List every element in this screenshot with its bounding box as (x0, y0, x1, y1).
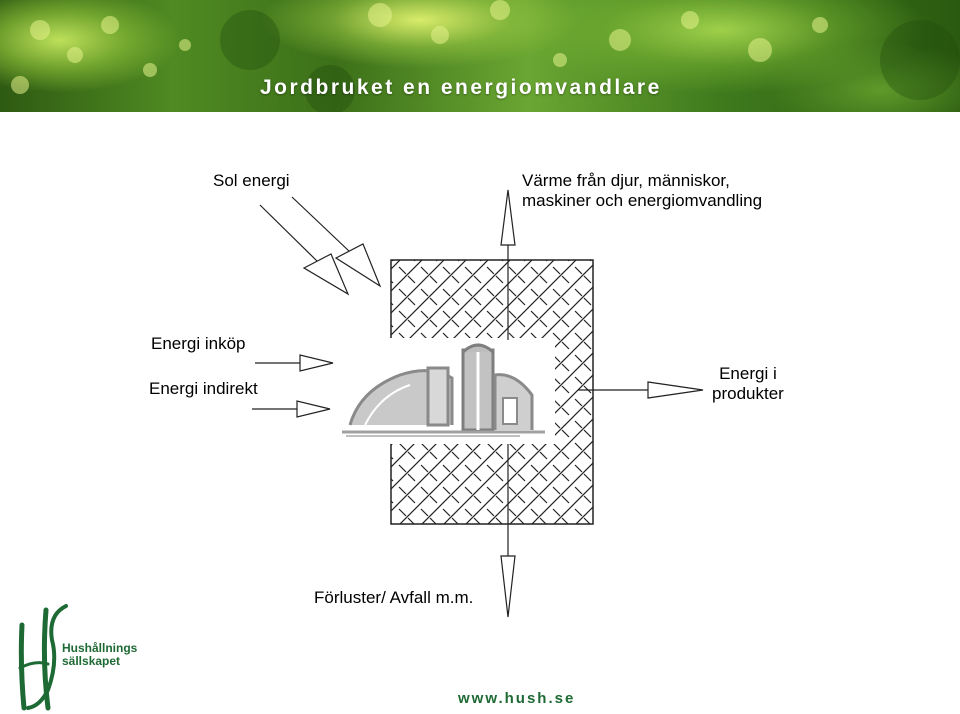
purchased-energy-label: Energi inköp (151, 334, 246, 353)
logo-text-line2: sällskapet (62, 654, 121, 668)
website-link[interactable]: www.hush.se (458, 690, 576, 707)
sun-energy-label: Sol energi (213, 171, 290, 190)
losses-arrow (500, 444, 516, 618)
hs-logo-icon (18, 604, 68, 711)
logo-text: Hushållnings sällskapet (62, 642, 137, 668)
products-label-line1: Energi i (719, 364, 777, 383)
farm-buildings-icon (342, 343, 545, 437)
heat-label-line1: Värme från djur, människor, (522, 171, 730, 190)
heat-out-arrow (500, 189, 516, 340)
energy-products-arrow (578, 381, 704, 399)
sun-energy-arrows (259, 196, 382, 296)
energy-in-arrows (252, 354, 334, 418)
products-label-line2: produkter (712, 384, 784, 403)
logo-text-line1: Hushållnings (62, 641, 138, 655)
foliage-decoration (11, 0, 960, 112)
losses-label: Förluster/ Avfall m.m. (314, 588, 474, 607)
products-energy-label: Energi i produkter (712, 364, 784, 404)
heat-label-line2: maskiner och energiomvandling (522, 191, 763, 210)
page-title: Jordbruket en energiomvandlare (260, 76, 662, 99)
header-banner: Jordbruket en energiomvandlare (0, 0, 960, 112)
indirect-energy-label: Energi indirekt (149, 379, 258, 398)
heat-label: Värme från djur, människor, maskiner och… (522, 171, 762, 211)
